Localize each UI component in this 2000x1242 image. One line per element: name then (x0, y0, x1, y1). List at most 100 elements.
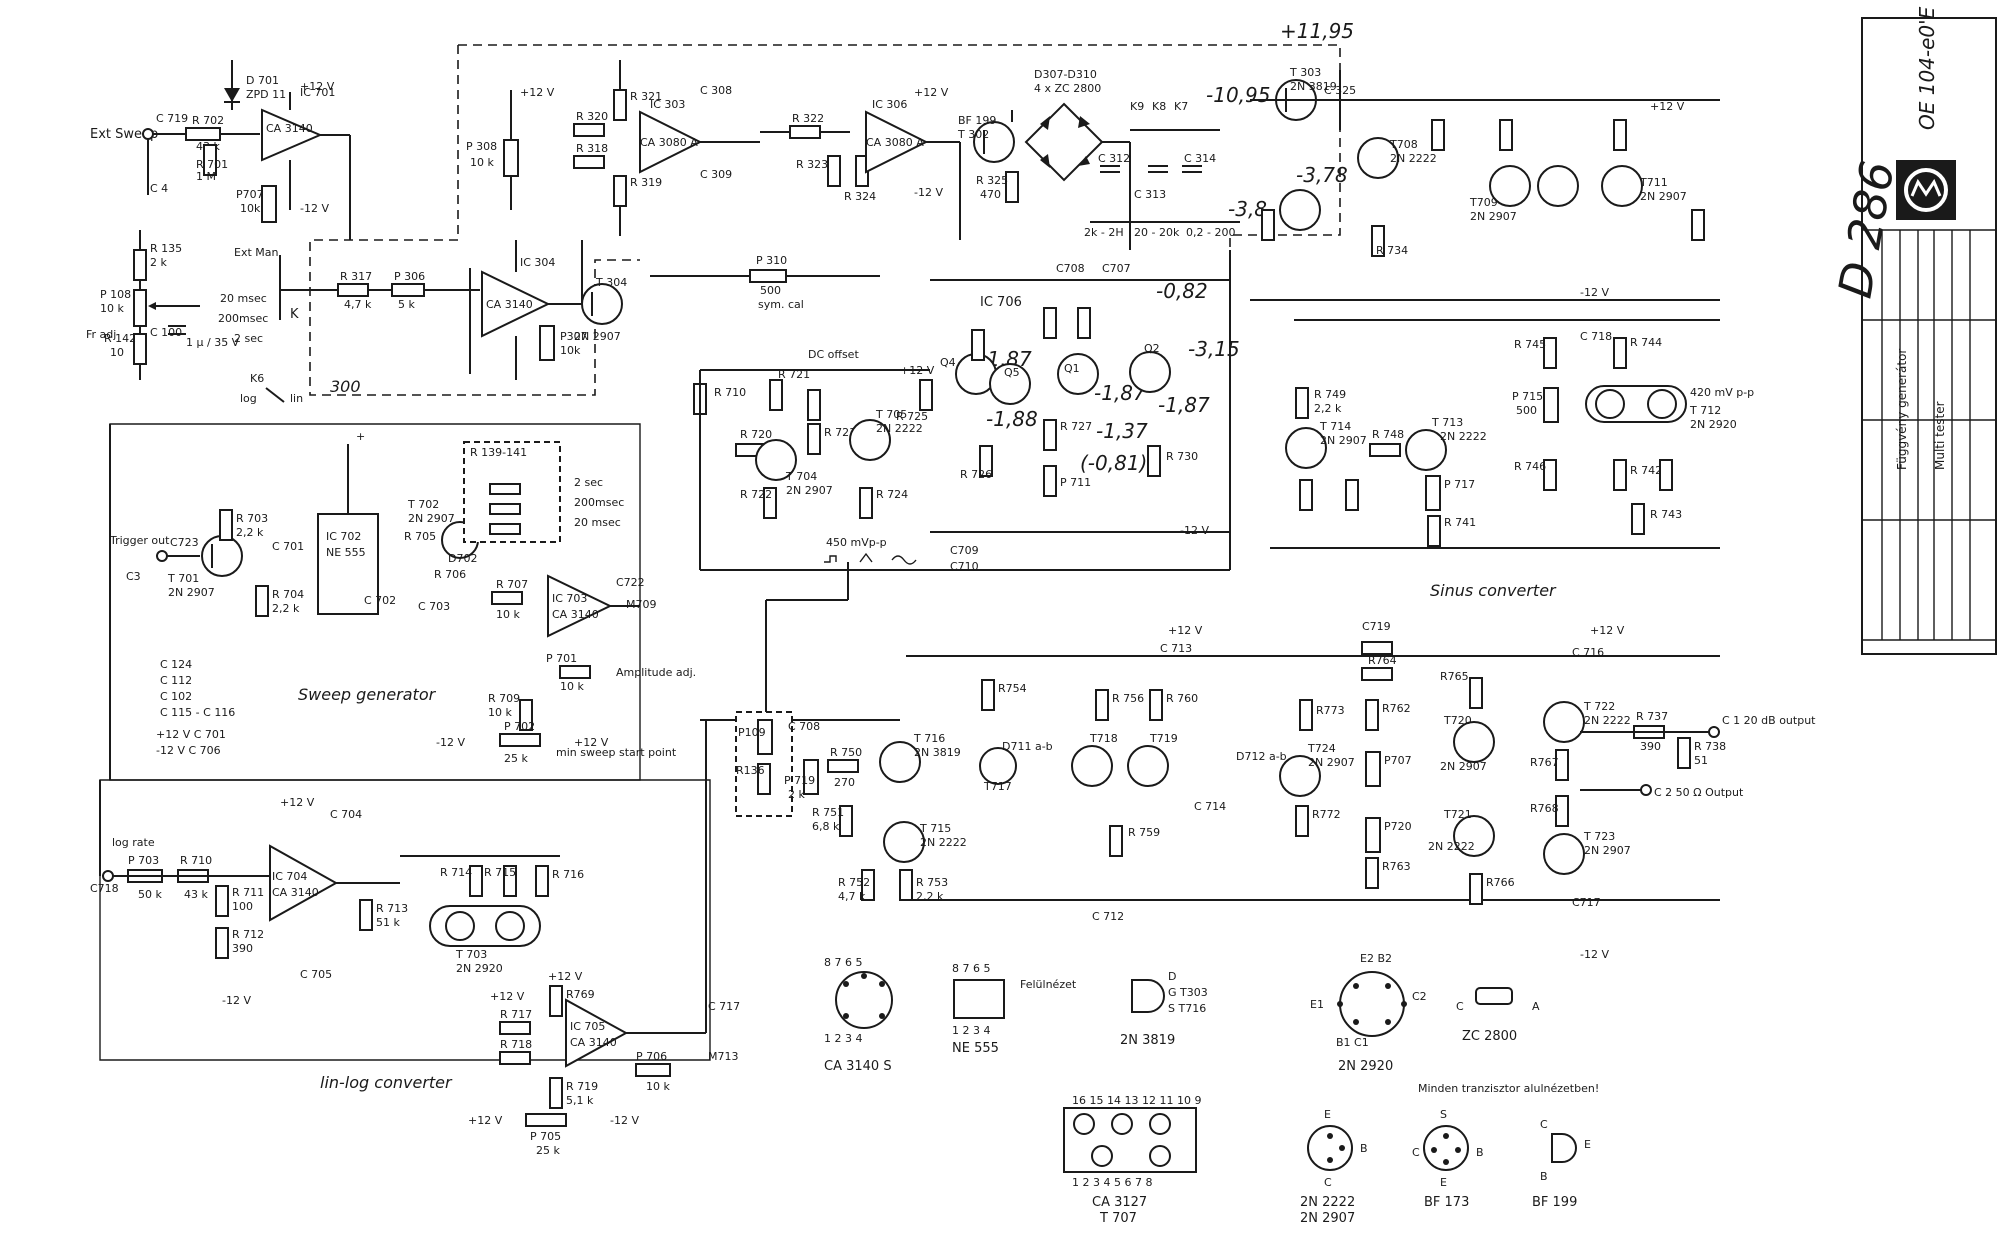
svg-text:20 msec: 20 msec (220, 292, 267, 305)
svg-text:B: B (1540, 1170, 1548, 1183)
pinout-ca3127: 16 15 14 13 12 11 10 9 1 2 3 4 5 6 7 8 C… (1063, 1094, 1201, 1226)
svg-text:1 2 3 4: 1 2 3 4 (824, 1032, 862, 1045)
svg-text:P 711: P 711 (1060, 476, 1091, 489)
interconnect-wires (99, 135, 1231, 1033)
svg-text:P 715: P 715 (1512, 390, 1543, 403)
hw-v5: -0,82 (1156, 279, 1208, 303)
svg-text:200msec: 200msec (574, 496, 624, 509)
svg-text:200msec: 200msec (218, 312, 268, 325)
svg-text:C 102: C 102 (160, 690, 192, 703)
svg-text:2N 2907: 2N 2907 (574, 330, 621, 343)
svg-text:R 702: R 702 (192, 114, 224, 127)
svg-text:-12 V: -12 V (1180, 524, 1209, 537)
svg-text:CA 3140: CA 3140 (486, 298, 533, 311)
svg-text:T 722: T 722 (1583, 700, 1615, 713)
svg-text:10k: 10k (560, 344, 581, 357)
svg-text:P 705: P 705 (530, 1130, 561, 1143)
pinout-ne555: 8 7 6 5 1 2 3 4 Felülnézet NE 555 (952, 962, 1077, 1056)
svg-text:IC 704: IC 704 (272, 870, 307, 883)
ext-sweep-input: Ext Sweep C 4 C 719 R 702 43 k R 701 1 M (90, 112, 260, 195)
svg-text:R 748: R 748 (1372, 428, 1404, 441)
ic701: CA 3140 IC 701 +12 V -12 V (261, 80, 350, 215)
svg-text:R 725: R 725 (896, 410, 928, 423)
svg-text:R 745: R 745 (1514, 338, 1546, 351)
svg-text:10k: 10k (240, 202, 261, 215)
svg-text:CA 3140: CA 3140 (266, 122, 313, 135)
svg-text:T 715: T 715 (919, 822, 951, 835)
svg-text:min sweep start point: min sweep start point (556, 746, 677, 759)
dc-offset-stage: DC offset +12 V R 710 R 721 R 723 R 720 … (693, 348, 1230, 571)
svg-text:R 710: R 710 (714, 386, 746, 399)
svg-text:R 715: R 715 (484, 866, 516, 879)
svg-text:43 k: 43 k (184, 888, 208, 901)
svg-text:R 751: R 751 (812, 806, 844, 819)
svg-text:B: B (1476, 1146, 1484, 1159)
svg-text:T 303: T 303 (1289, 66, 1321, 79)
svg-text:R 713: R 713 (376, 902, 408, 915)
svg-text:2N 2907: 2N 2907 (168, 586, 215, 599)
svg-text:CA 3127: CA 3127 (1092, 1195, 1147, 1210)
svg-text:+12 V: +12 V (900, 364, 935, 377)
svg-text:T 703: T 703 (455, 948, 487, 961)
svg-text:2 sec: 2 sec (234, 332, 263, 345)
svg-text:C 712: C 712 (1092, 910, 1124, 923)
svg-text:P 308: P 308 (466, 140, 497, 153)
svg-text:2N 2920: 2N 2920 (456, 962, 503, 975)
svg-text:C 115 - C 116: C 115 - C 116 (160, 706, 235, 719)
svg-text:D712 a-b: D712 a-b (1236, 750, 1287, 763)
svg-text:R 752: R 752 (838, 876, 870, 889)
svg-text:P 108: P 108 (100, 288, 131, 301)
svg-text:51 k: 51 k (376, 916, 400, 929)
svg-text:T 705: T 705 (875, 408, 907, 421)
svg-text:CA 3080 A: CA 3080 A (866, 136, 924, 149)
svg-text:DC offset: DC offset (808, 348, 859, 361)
svg-text:C718: C718 (90, 882, 119, 895)
svg-text:lin-log converter: lin-log converter (320, 1073, 453, 1092)
svg-text:C 100: C 100 (150, 326, 182, 339)
svg-text:R136: R136 (736, 764, 765, 777)
svg-text:Ext Man: Ext Man (234, 246, 279, 259)
pinout-ca3140s: 8 7 6 5 1 2 3 4 CA 3140 S (824, 956, 893, 1074)
svg-text:2N 2907: 2N 2907 (1470, 210, 1517, 223)
svg-text:5 k: 5 k (398, 298, 415, 311)
svg-text:2 k: 2 k (150, 256, 167, 269)
company-logo (1896, 160, 1956, 220)
svg-text:2N 2907: 2N 2907 (786, 484, 833, 497)
svg-text:C 718: C 718 (1580, 330, 1612, 343)
svg-text:T708: T708 (1389, 138, 1418, 151)
svg-text:R 741: R 741 (1444, 516, 1476, 529)
svg-text:IC 306: IC 306 (872, 98, 907, 111)
p310-sym-cal: P 310 500 sym. cal (650, 254, 880, 311)
svg-text:IC 702: IC 702 (326, 530, 361, 543)
hw-v2: -10,95 (1206, 83, 1270, 107)
svg-text:K8: K8 (1152, 100, 1166, 113)
svg-text:4,7 k: 4,7 k (344, 298, 372, 311)
svg-text:R 135: R 135 (150, 242, 182, 255)
d701-zener: D 701 ZPD 11 (224, 60, 286, 110)
svg-text:C 713: C 713 (1160, 642, 1192, 655)
svg-text:R 322: R 322 (792, 112, 824, 125)
svg-text:A: A (1532, 1000, 1540, 1013)
svg-text:R 319: R 319 (630, 176, 662, 189)
svg-text:E: E (1440, 1176, 1447, 1189)
svg-text:D307-D310: D307-D310 (1034, 68, 1097, 81)
svg-text:100: 100 (232, 900, 253, 913)
svg-text:2N 2222: 2N 2222 (1428, 840, 1475, 853)
svg-text:S T716: S T716 (1168, 1002, 1206, 1015)
svg-text:R766: R766 (1486, 876, 1515, 889)
svg-text:20 - 20k: 20 - 20k (1134, 226, 1180, 239)
svg-text:T 713: T 713 (1431, 416, 1463, 429)
hw-v3: -3,78 (1296, 163, 1348, 187)
svg-text:1 2 3 4 5 6 7 8: 1 2 3 4 5 6 7 8 (1072, 1176, 1152, 1189)
svg-text:420 mV p-p: 420 mV p-p (1690, 386, 1754, 399)
svg-text:C709: C709 (950, 544, 979, 557)
svg-text:10 k: 10 k (646, 1080, 670, 1093)
svg-text:R 737: R 737 (1636, 710, 1668, 723)
svg-text:Amplitude adj.: Amplitude adj. (616, 666, 696, 679)
svg-text:R 712: R 712 (232, 928, 264, 941)
svg-text:2N 2222: 2N 2222 (1390, 152, 1437, 165)
svg-text:450 mVp-p: 450 mVp-p (826, 536, 887, 549)
svg-text:BF 199: BF 199 (958, 114, 996, 127)
svg-text:2N 2222: 2N 2222 (1440, 430, 1487, 443)
svg-text:C: C (1456, 1000, 1464, 1013)
